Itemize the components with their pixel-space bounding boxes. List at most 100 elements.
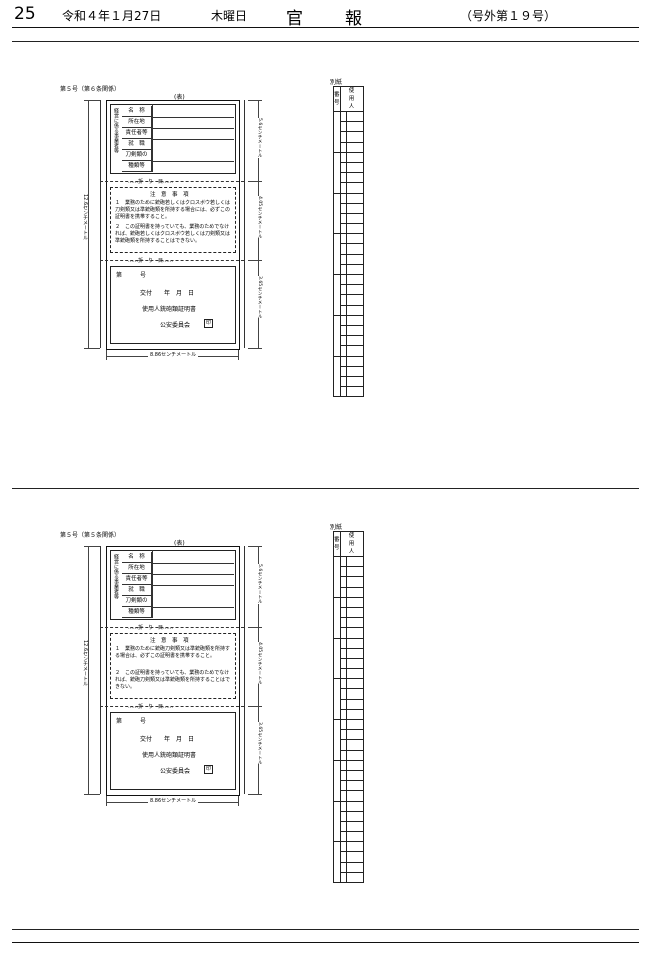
row-value-cell xyxy=(346,141,364,153)
field-value-line xyxy=(152,607,234,608)
row-value-cell xyxy=(346,678,364,690)
row-label-cell: 住 所 xyxy=(339,566,348,578)
issue-date: 令和４年１月27日 xyxy=(62,9,162,23)
row-label-cell: 住 所 xyxy=(339,851,348,863)
issue-date-field: 交付 年 月 日 xyxy=(140,290,195,297)
frame-right-line xyxy=(244,546,245,794)
width-dimension-label: 8.86センチメートル xyxy=(148,797,199,804)
footer-rule xyxy=(12,942,639,943)
certificate-diagram: 第５号（第６条関係）(表)経営に係る事業者等名 称所在地責任者等就 職刀剣類の種… xyxy=(58,84,358,414)
row-value-cell xyxy=(346,566,364,578)
field-label: 所在地 xyxy=(122,563,152,574)
page-number: 25 xyxy=(14,4,36,24)
row-value-cell xyxy=(346,182,364,194)
row-value-cell xyxy=(346,749,364,761)
row-label-cell: 氏 名 xyxy=(339,780,348,792)
row-label-cell: 生 年 月 日 xyxy=(339,708,348,721)
notice-item-2: ２ この証明書を持っていても、業務のためでなければ、銃砲刀剣類又は準銃砲類を所持… xyxy=(115,670,231,690)
row-label-cell: 住 所 xyxy=(339,769,348,782)
row-value-cell xyxy=(346,263,364,276)
register-caption: 別紙 xyxy=(330,524,343,531)
row-value-cell xyxy=(346,637,364,649)
field-divider xyxy=(152,104,153,172)
row-label-cell: 氏 名 xyxy=(339,131,348,143)
row-value-cell xyxy=(346,627,364,639)
table-row: 本 籍 xyxy=(333,355,364,398)
row-value-cell xyxy=(346,729,364,741)
table-row: 生 年 月 日 xyxy=(334,871,364,884)
form-title: 第５号（第６条関係） xyxy=(60,86,121,93)
dimension-tick xyxy=(248,100,262,101)
row-value-cell xyxy=(346,647,364,659)
row-label-cell: 生 年 月 日 xyxy=(339,345,348,357)
row-label-cell: 氏 名 xyxy=(339,617,348,629)
register-table: 番号使 用 人本 籍住 所氏 名生 年 月 日本 籍住 所氏 名生 年 月 日本… xyxy=(333,86,364,398)
row-label-cell: 氏 名 xyxy=(339,172,348,184)
top-rule xyxy=(12,41,639,42)
row-value-cell xyxy=(346,386,364,398)
form-side-label: (表) xyxy=(174,540,185,547)
row-label-cell: 住 所 xyxy=(339,365,348,377)
row-label-cell: 本 籍 xyxy=(339,233,348,245)
row-label-cell: 生 年 月 日 xyxy=(339,790,348,802)
row-value-cell xyxy=(346,800,364,812)
form-side-label: (表) xyxy=(174,94,185,101)
issuer: 公安委員会 xyxy=(160,322,191,329)
row-value-cell xyxy=(346,161,364,174)
row-label-cell: 本 籍 xyxy=(339,151,348,163)
right-dimension-label-3: 3.65センチメートル xyxy=(256,276,262,319)
row-label-cell: 本 籍 xyxy=(339,555,348,568)
right-dimension-label-3: 3.65センチメートル xyxy=(256,722,262,765)
row-label-cell: 氏 名 xyxy=(339,294,348,306)
row-label-cell: 住 所 xyxy=(339,729,348,741)
employer-vertical-label: 経営に係る事業者等 xyxy=(113,108,119,153)
row-label-cell: 住 所 xyxy=(339,202,348,214)
dimension-tick xyxy=(84,546,100,547)
table-row: 本 籍 xyxy=(333,718,364,761)
row-value-cell xyxy=(346,668,364,680)
table-row: 本 籍 xyxy=(333,841,364,883)
row-value-cell xyxy=(346,355,364,367)
seal-mark: 印 xyxy=(204,319,213,328)
row-value-cell xyxy=(346,739,364,751)
height-dimension-label: 12.6センチメートル xyxy=(82,194,88,241)
row-value-cell xyxy=(346,192,364,204)
dimension-tick xyxy=(248,348,262,349)
dimension-tick xyxy=(84,348,100,349)
fold-line xyxy=(100,260,244,261)
fold-line-label: ……折 り 目…… xyxy=(128,625,174,631)
row-value-cell xyxy=(346,151,364,163)
row-label-cell: 本 籍 xyxy=(339,314,348,326)
certificate-name: 使用人銃砲類証明書 xyxy=(142,752,197,759)
row-value-cell xyxy=(346,851,364,863)
row-value-cell xyxy=(346,606,364,619)
issue-date-field: 交付 年 月 日 xyxy=(140,736,195,743)
row-label-cell: 本 籍 xyxy=(339,800,348,812)
row-label-cell: 生 年 月 日 xyxy=(339,304,348,316)
field-value-line xyxy=(152,139,234,140)
row-value-cell xyxy=(346,335,364,347)
certificate-number: 第 号 xyxy=(116,272,147,279)
row-value-cell xyxy=(346,121,364,133)
row-value-cell xyxy=(346,718,364,731)
fold-line xyxy=(100,181,244,182)
width-dimension-label: 8.86センチメートル xyxy=(148,351,199,358)
field-label: 責任者等 xyxy=(122,574,152,585)
notice-box xyxy=(110,633,236,699)
dimension-tick xyxy=(248,794,262,795)
field-label: 刀剣類の xyxy=(122,596,152,607)
row-value-cell xyxy=(346,810,364,822)
row-label-cell: 本 籍 xyxy=(339,110,348,123)
employer-vertical-label: 経営に係る事業者等 xyxy=(113,554,119,599)
weekday: 木曜日 xyxy=(211,9,248,23)
row-value-cell xyxy=(346,243,364,255)
row-value-cell xyxy=(346,375,364,388)
row-value-cell xyxy=(346,233,364,245)
certificate-card xyxy=(106,546,240,796)
dimension-tick xyxy=(248,546,262,547)
row-label-cell: 生 年 月 日 xyxy=(339,586,348,598)
column-user-header: 使 用 人 xyxy=(339,86,364,112)
middle-rule xyxy=(12,488,639,489)
certificate-name: 使用人銃砲類証明書 xyxy=(142,306,197,313)
table-row: 本 籍 xyxy=(333,759,364,802)
